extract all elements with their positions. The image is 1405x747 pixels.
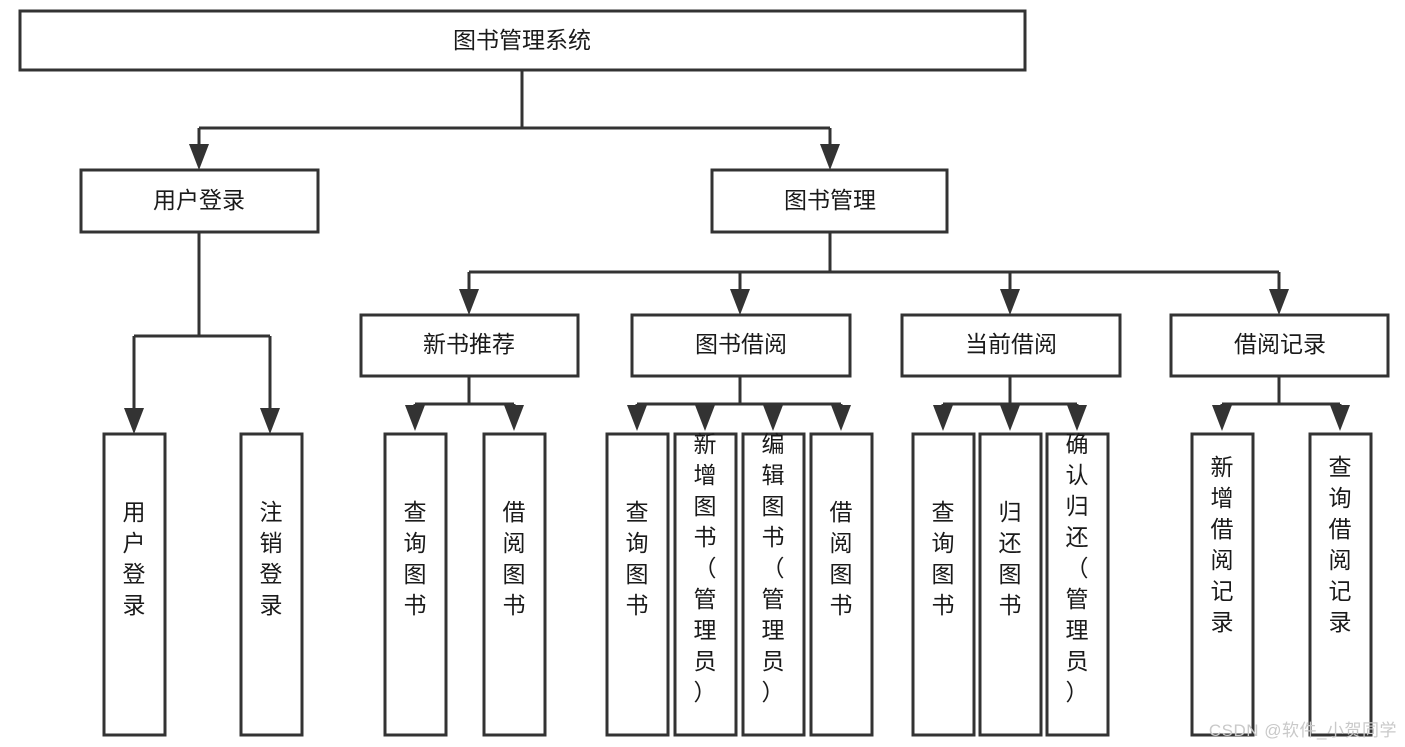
node-root-label: 图书管理系统: [453, 27, 591, 53]
node-leaf-query-book-2-box[interactable]: [605, 432, 670, 737]
node-leaf-return-book-label: 归还图书: [999, 499, 1022, 618]
arrow-head-query-book-3: [933, 405, 953, 431]
node-borrow[interactable]: 图书借阅: [630, 313, 852, 378]
node-leaf-add-record-label: 新增借阅记录: [1211, 454, 1234, 635]
arrow-head-borrow-book-2: [831, 405, 851, 431]
node-leaf-user-logout-label: 注销登录: [260, 499, 283, 618]
arrow-head-bookmgmt: [820, 144, 840, 170]
node-root-box[interactable]: [18, 9, 1027, 72]
node-leaf-query-book-1-box[interactable]: [383, 432, 448, 737]
node-leaf-add-book-label: 新增图书（管理员）: [694, 431, 717, 705]
node-leaf-edit-book-label: 编辑图书（管理员）: [762, 431, 785, 705]
node-leaf-edit-book[interactable]: 编辑图书（管理员）: [741, 431, 806, 737]
arrow-head-user-login: [124, 408, 144, 434]
arrow-head-edit-book: [763, 405, 783, 431]
node-leaf-user-logout-box[interactable]: [239, 432, 304, 737]
node-leaf-borrow-book-2-box[interactable]: [809, 432, 874, 737]
node-leaf-query-record[interactable]: 查询借阅记录: [1308, 432, 1373, 737]
node-leaf-user-logout[interactable]: 注销登录: [239, 432, 304, 737]
node-bookmgmt-label: 图书管理: [784, 187, 876, 213]
node-leaf-confirm-return[interactable]: 确认归还（管理员）: [1045, 431, 1110, 737]
node-leaf-query-book-3-label: 查询图书: [932, 499, 955, 618]
node-leaf-add-record-box[interactable]: [1190, 432, 1255, 737]
node-root[interactable]: 图书管理系统: [18, 9, 1027, 72]
arrow-head-records: [1269, 289, 1289, 315]
node-login[interactable]: 用户登录: [79, 168, 320, 234]
node-borrow-label: 图书借阅: [695, 331, 787, 357]
arrow-head-query-record: [1330, 405, 1350, 431]
node-leaf-add-record[interactable]: 新增借阅记录: [1190, 432, 1255, 737]
arrow-head-query-book-1: [405, 405, 425, 431]
node-newbook[interactable]: 新书推荐: [359, 313, 580, 378]
connector-group-login: [124, 232, 280, 434]
arrow-head-borrow-book-1: [504, 405, 524, 431]
node-leaf-query-book-3[interactable]: 查询图书: [911, 432, 976, 737]
node-leaf-edit-book-box[interactable]: [741, 432, 806, 737]
node-leaf-borrow-book-1[interactable]: 借阅图书: [482, 432, 547, 737]
node-leaf-query-book-2[interactable]: 查询图书: [605, 432, 670, 737]
node-leaf-query-record-box[interactable]: [1308, 432, 1373, 737]
connector-group-bookmgmt: [459, 232, 1289, 315]
node-login-label: 用户登录: [153, 187, 245, 213]
node-newbook-box[interactable]: [359, 313, 580, 378]
node-bookmgmt-box[interactable]: [710, 168, 949, 234]
node-leaf-borrow-book-2[interactable]: 借阅图书: [809, 432, 874, 737]
node-leaf-query-book-1[interactable]: 查询图书: [383, 432, 448, 737]
node-leaf-add-book[interactable]: 新增图书（管理员）: [673, 431, 738, 737]
arrow-head-add-book: [695, 405, 715, 431]
connector-group-newbook: [405, 376, 524, 431]
node-borrow-box[interactable]: [630, 313, 852, 378]
connector-group-current: [933, 376, 1087, 431]
node-leaf-return-book[interactable]: 归还图书: [978, 432, 1043, 737]
arrow-head-return-book: [1000, 405, 1020, 431]
node-leaf-confirm-return-box[interactable]: [1045, 432, 1110, 737]
node-leaf-query-record-label: 查询借阅记录: [1329, 454, 1352, 635]
arrow-head-login: [189, 144, 209, 170]
node-current-label: 当前借阅: [965, 331, 1057, 357]
connector-group-root: [189, 70, 840, 170]
node-leaf-query-book-3-box[interactable]: [911, 432, 976, 737]
node-records[interactable]: 借阅记录: [1169, 313, 1390, 378]
node-current[interactable]: 当前借阅: [900, 313, 1122, 378]
arrow-head-user-logout: [260, 408, 280, 434]
node-login-box[interactable]: [79, 168, 320, 234]
arrow-head-borrow: [730, 289, 750, 315]
node-leaf-borrow-book-2-label: 借阅图书: [830, 499, 853, 618]
arrow-head-add-record: [1212, 405, 1232, 431]
connector-group-records: [1212, 376, 1350, 431]
node-leaf-user-login-label: 用户登录: [123, 499, 146, 618]
node-newbook-label: 新书推荐: [423, 331, 515, 357]
arrow-head-newbook: [459, 289, 479, 315]
node-leaf-confirm-return-label: 确认归还（管理员）: [1066, 431, 1089, 705]
node-leaf-borrow-book-1-box[interactable]: [482, 432, 547, 737]
node-records-box[interactable]: [1169, 313, 1390, 378]
node-leaf-query-book-2-label: 查询图书: [626, 499, 649, 618]
arrow-head-confirm-return: [1067, 405, 1087, 431]
node-leaf-borrow-book-1-label: 借阅图书: [503, 499, 526, 618]
connector-group-borrow: [627, 376, 851, 431]
node-current-box[interactable]: [900, 313, 1122, 378]
node-leaf-add-book-box[interactable]: [673, 432, 738, 737]
node-leaf-return-book-box[interactable]: [978, 432, 1043, 737]
node-leaf-user-login-box[interactable]: [102, 432, 167, 737]
node-records-label: 借阅记录: [1234, 331, 1326, 357]
node-bookmgmt[interactable]: 图书管理: [710, 168, 949, 234]
arrow-head-current: [1000, 289, 1020, 315]
arrow-head-query-book-2: [627, 405, 647, 431]
node-leaf-user-login[interactable]: 用户登录: [102, 432, 167, 737]
node-leaf-query-book-1-label: 查询图书: [404, 499, 427, 618]
